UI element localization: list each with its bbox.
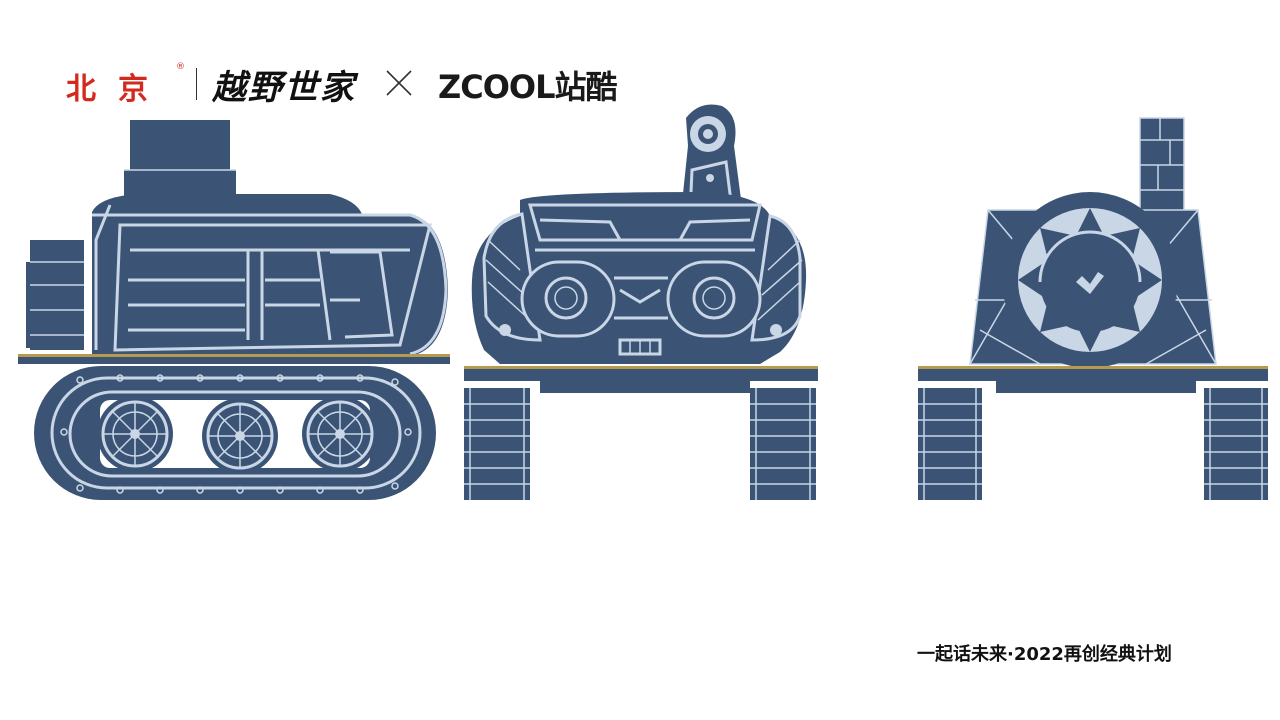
side-view: [18, 120, 450, 500]
cross-icon: [386, 70, 412, 96]
rear-view: [918, 117, 1268, 500]
yueye-logo: 越野世家: [212, 68, 356, 108]
front-view: [464, 104, 818, 500]
beijing-logo: 北京: [66, 72, 170, 107]
footer-slogan: 一起话未来·2022再创经典计划: [917, 644, 1172, 665]
logo-divider: [196, 68, 197, 100]
brand-header: 北京 ® 越野世家 ZCOOL站酷: [66, 58, 626, 108]
zcool-logo: ZCOOL站酷: [438, 68, 617, 106]
vehicle-blueprint-illustration: .b { fill:#3b5476; } .l { fill:none; str…: [18, 104, 1268, 500]
registered-mark: ®: [176, 62, 185, 72]
